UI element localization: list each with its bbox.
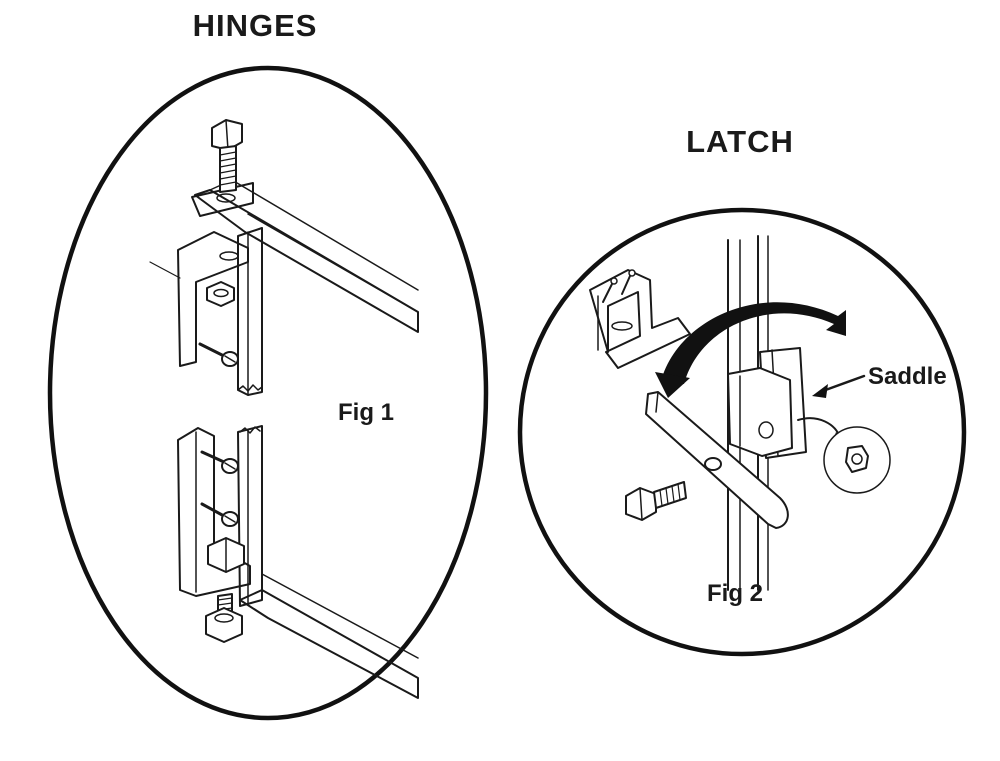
saddle-callout: Saddle: [812, 363, 947, 398]
lower-hinge-bracket: [177, 427, 251, 597]
swing-direction-arrow: [655, 302, 846, 398]
lower-hinge-assembly: [177, 425, 419, 699]
keeper-screw-right: [621, 269, 636, 295]
upper-gate-rail: [194, 189, 419, 333]
upper-hinge-screw: [198, 342, 239, 367]
nut-detail-inset: [797, 417, 891, 494]
saddle-label: Saddle: [868, 363, 947, 390]
latch-bar: [645, 391, 789, 529]
latch-keeper-bracket: [589, 269, 691, 369]
latch-panel: LATCH Fig 2: [517, 124, 967, 657]
hinges-frame-ellipse: [47, 65, 489, 721]
lower-hinge-bolt-head: [207, 537, 245, 573]
lower-hinge-screw-top: [200, 450, 239, 474]
hinges-panel: HINGES Fig 1: [47, 8, 489, 721]
latch-frame-circle: [517, 207, 967, 657]
latch-bolt: [625, 481, 687, 521]
hex-nut-icon: [845, 445, 869, 473]
latch-saddle: [727, 347, 807, 459]
keeper-screw-left: [602, 277, 618, 303]
latch-title: LATCH: [686, 124, 794, 159]
upper-gate-post: [237, 227, 263, 396]
upper-hinge-nut: [206, 281, 235, 307]
lower-hinge-screw-bottom: [200, 502, 239, 527]
upper-hinge-bracket: [177, 231, 249, 367]
latch-figure-label: Fig 2: [707, 580, 763, 607]
upper-hinge-assembly: [149, 119, 419, 396]
hinges-figure-label: Fig 1: [338, 399, 394, 426]
hinges-title: HINGES: [193, 8, 318, 43]
lower-hinge-nut: [205, 607, 243, 643]
lower-gate-rail: [239, 589, 419, 699]
upper-hinge-bolt: [211, 119, 243, 193]
